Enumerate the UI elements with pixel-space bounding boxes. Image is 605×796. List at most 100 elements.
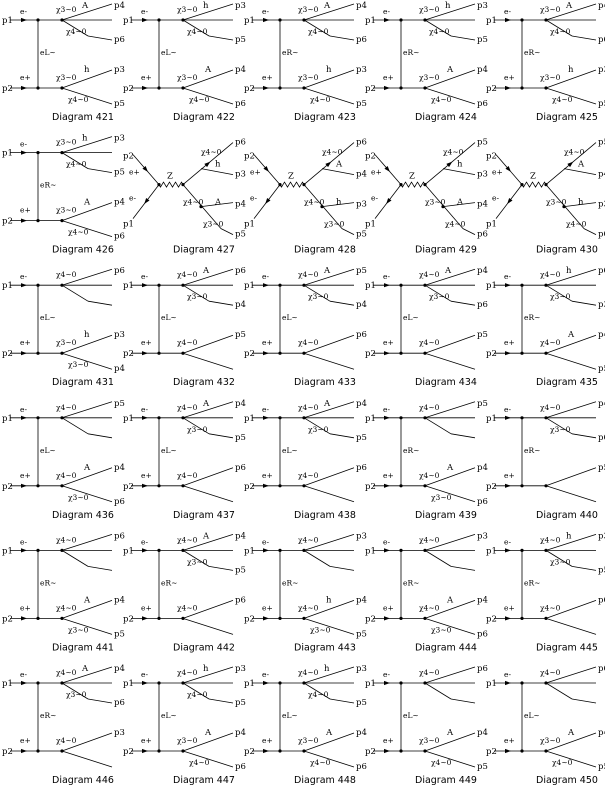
boson-line (61, 136, 113, 153)
outgoing-line (424, 618, 476, 635)
particle-label: A (81, 664, 89, 674)
particle-label: e- (20, 7, 27, 16)
arrow-icon (21, 415, 27, 420)
outgoing-line (545, 618, 597, 635)
particle-label: χ4~0 (540, 270, 561, 279)
momentum-label: p4 (598, 170, 605, 180)
momentum-label: p1 (2, 679, 13, 689)
diagram-caption: Diagram 431 (52, 377, 114, 388)
arrow-icon (144, 197, 150, 204)
momentum-label: p6 (356, 463, 367, 473)
particle-label: e+ (141, 471, 152, 480)
outgoing-line (571, 433, 597, 439)
arrow-icon (204, 161, 211, 168)
particle-label: eR~ (161, 578, 177, 587)
vertex-dot (36, 151, 40, 155)
momentum-label: p5 (477, 399, 488, 409)
outgoing-line (545, 417, 573, 435)
arrow-icon (505, 483, 511, 488)
momentum-label: p1 (2, 281, 13, 291)
particle-label: χ3~0 (419, 736, 440, 745)
particle-label: χ4~0 (298, 535, 319, 544)
particle-label: e- (141, 272, 148, 281)
outgoing-line (61, 417, 89, 435)
particle-label: χ4~0 (56, 403, 77, 412)
momentum-label: p3 (477, 531, 488, 541)
momentum-label: p5 (235, 230, 246, 240)
outgoing-line (329, 300, 355, 306)
vertex-dot (520, 416, 524, 420)
vertex-dot (278, 283, 282, 287)
vertex-dot (278, 18, 282, 22)
arrow-icon (505, 283, 511, 288)
arrow-icon (263, 680, 269, 686)
momentum-label: p3 (477, 1, 488, 11)
boson-line (182, 600, 234, 619)
momentum-label: p6 (598, 664, 605, 674)
momentum-label: p1 (244, 546, 255, 556)
particle-label: e+ (383, 603, 394, 612)
momentum-label: p2 (123, 614, 134, 624)
momentum-label: p6 (356, 762, 367, 772)
arrow-icon (263, 415, 269, 420)
outgoing-line (424, 417, 452, 435)
particle-label: χ3~0 (550, 557, 571, 566)
particle-label: χ3~0 (187, 425, 208, 434)
particle-label: χ4~0 (68, 95, 89, 104)
arrow-icon (505, 351, 511, 356)
momentum-label: p3 (598, 200, 605, 210)
momentum-label: p5 (598, 565, 605, 575)
vertex-dot (399, 548, 403, 552)
outgoing-line (303, 682, 331, 700)
particle-label: e+ (383, 471, 394, 480)
boson-line (545, 334, 597, 354)
outgoing-line (341, 228, 355, 235)
boson-line (442, 168, 476, 175)
boson-line (182, 666, 234, 684)
particle-label: A (83, 595, 91, 605)
particle-label: χ4~0 (419, 270, 440, 279)
particle-label: e+ (262, 338, 273, 347)
momentum-label: p1 (244, 679, 255, 689)
particle-label: χ3~0 (310, 625, 331, 634)
outgoing-line (545, 750, 597, 768)
momentum-label: p1 (486, 16, 497, 26)
outgoing-line (450, 300, 476, 306)
particle-label: χ4~0 (419, 403, 440, 412)
outgoing-line (303, 485, 355, 503)
diagram-caption: Diagram 425 (536, 112, 598, 123)
outgoing-line (61, 19, 89, 37)
boson-line (303, 268, 355, 286)
particle-label: eL~ (161, 48, 177, 57)
momentum-label: p2 (123, 84, 134, 94)
vertex-dot (520, 548, 524, 552)
boson-line (303, 732, 355, 752)
momentum-label: p5 (477, 138, 488, 148)
diagram-caption: Diagram 421 (52, 112, 114, 123)
boson-line (61, 3, 113, 21)
particle-label: A (81, 1, 89, 11)
particle-label: A (204, 728, 212, 738)
vertex-dot (278, 681, 282, 685)
arrow-icon (142, 415, 148, 420)
outgoing-line (87, 168, 113, 173)
particle-label: χ4~0 (308, 690, 329, 699)
momentum-label: p4 (235, 399, 246, 409)
boson-line (442, 202, 476, 207)
diagram-caption: Diagram 442 (173, 642, 235, 653)
particle-label: eR~ (524, 578, 540, 587)
momentum-label: p5 (598, 463, 605, 473)
particle-label: χ4~0 (566, 220, 587, 229)
particle-label: h (457, 160, 463, 170)
momentum-label: p6 (598, 595, 605, 605)
particle-label: e+ (141, 73, 152, 82)
particle-label: e+ (371, 168, 382, 177)
boson-line (424, 334, 476, 354)
arrow-icon (384, 748, 390, 754)
particle-label: χ4~0 (419, 668, 440, 677)
momentum-label: p5 (477, 762, 488, 772)
outgoing-line (303, 352, 355, 370)
outgoing-line (303, 87, 355, 105)
